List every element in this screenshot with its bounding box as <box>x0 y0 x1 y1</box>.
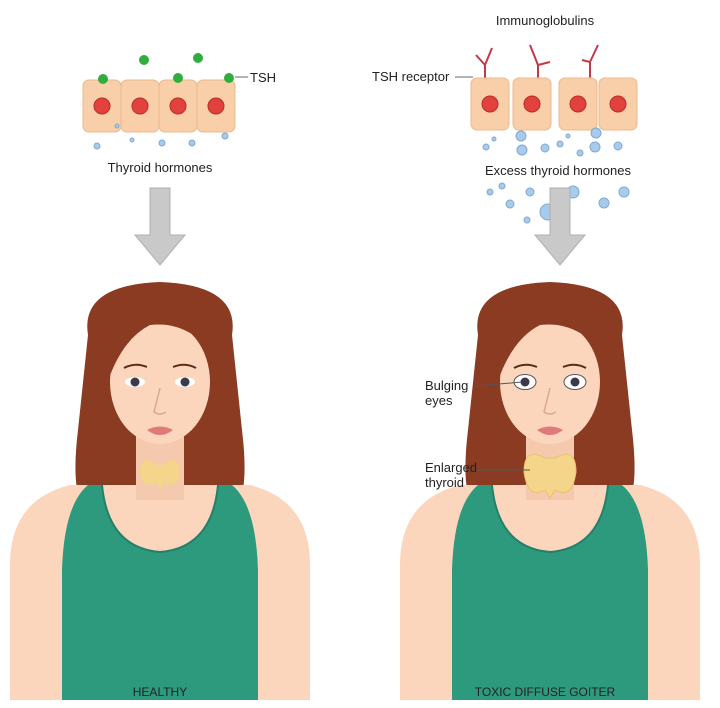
immunoglobulins-label: Immunoglobulins <box>496 13 595 28</box>
enlarged-thyroid-label-1: Enlarged <box>425 460 477 475</box>
down-arrow-icon <box>133 187 187 266</box>
thyroid-hormones-label: Thyroid hormones <box>108 160 213 175</box>
enlarged-thyroid <box>523 453 577 499</box>
tsh-molecules <box>98 53 234 84</box>
bulging-eyes <box>513 374 587 390</box>
goiter-woman <box>399 281 701 701</box>
immunoglobulin-antibodies <box>475 44 599 78</box>
tsh-receptor-label: TSH receptor <box>372 69 450 84</box>
goiter-caption: TOXIC DIFFUSE GOITER <box>475 685 616 699</box>
normal-thyroid <box>140 459 180 490</box>
excess-hormone-dots <box>482 127 630 224</box>
down-arrow-icon <box>533 187 587 266</box>
eyes-leader-line <box>474 381 523 387</box>
healthy-caption: HEALTHY <box>133 685 187 699</box>
thyroid-hormone-dots <box>93 123 229 150</box>
tsh-label: TSH <box>250 70 276 85</box>
bulging-eyes-label-1: Bulging <box>425 378 468 393</box>
bulging-eyes-label-2: eyes <box>425 393 453 408</box>
healthy-cells <box>82 79 236 133</box>
healthy-woman <box>9 281 311 701</box>
goiter-cells <box>470 77 638 131</box>
enlarged-thyroid-label-2: thyroid <box>425 475 464 490</box>
excess-thyroid-hormones-label: Excess thyroid hormones <box>485 163 631 178</box>
